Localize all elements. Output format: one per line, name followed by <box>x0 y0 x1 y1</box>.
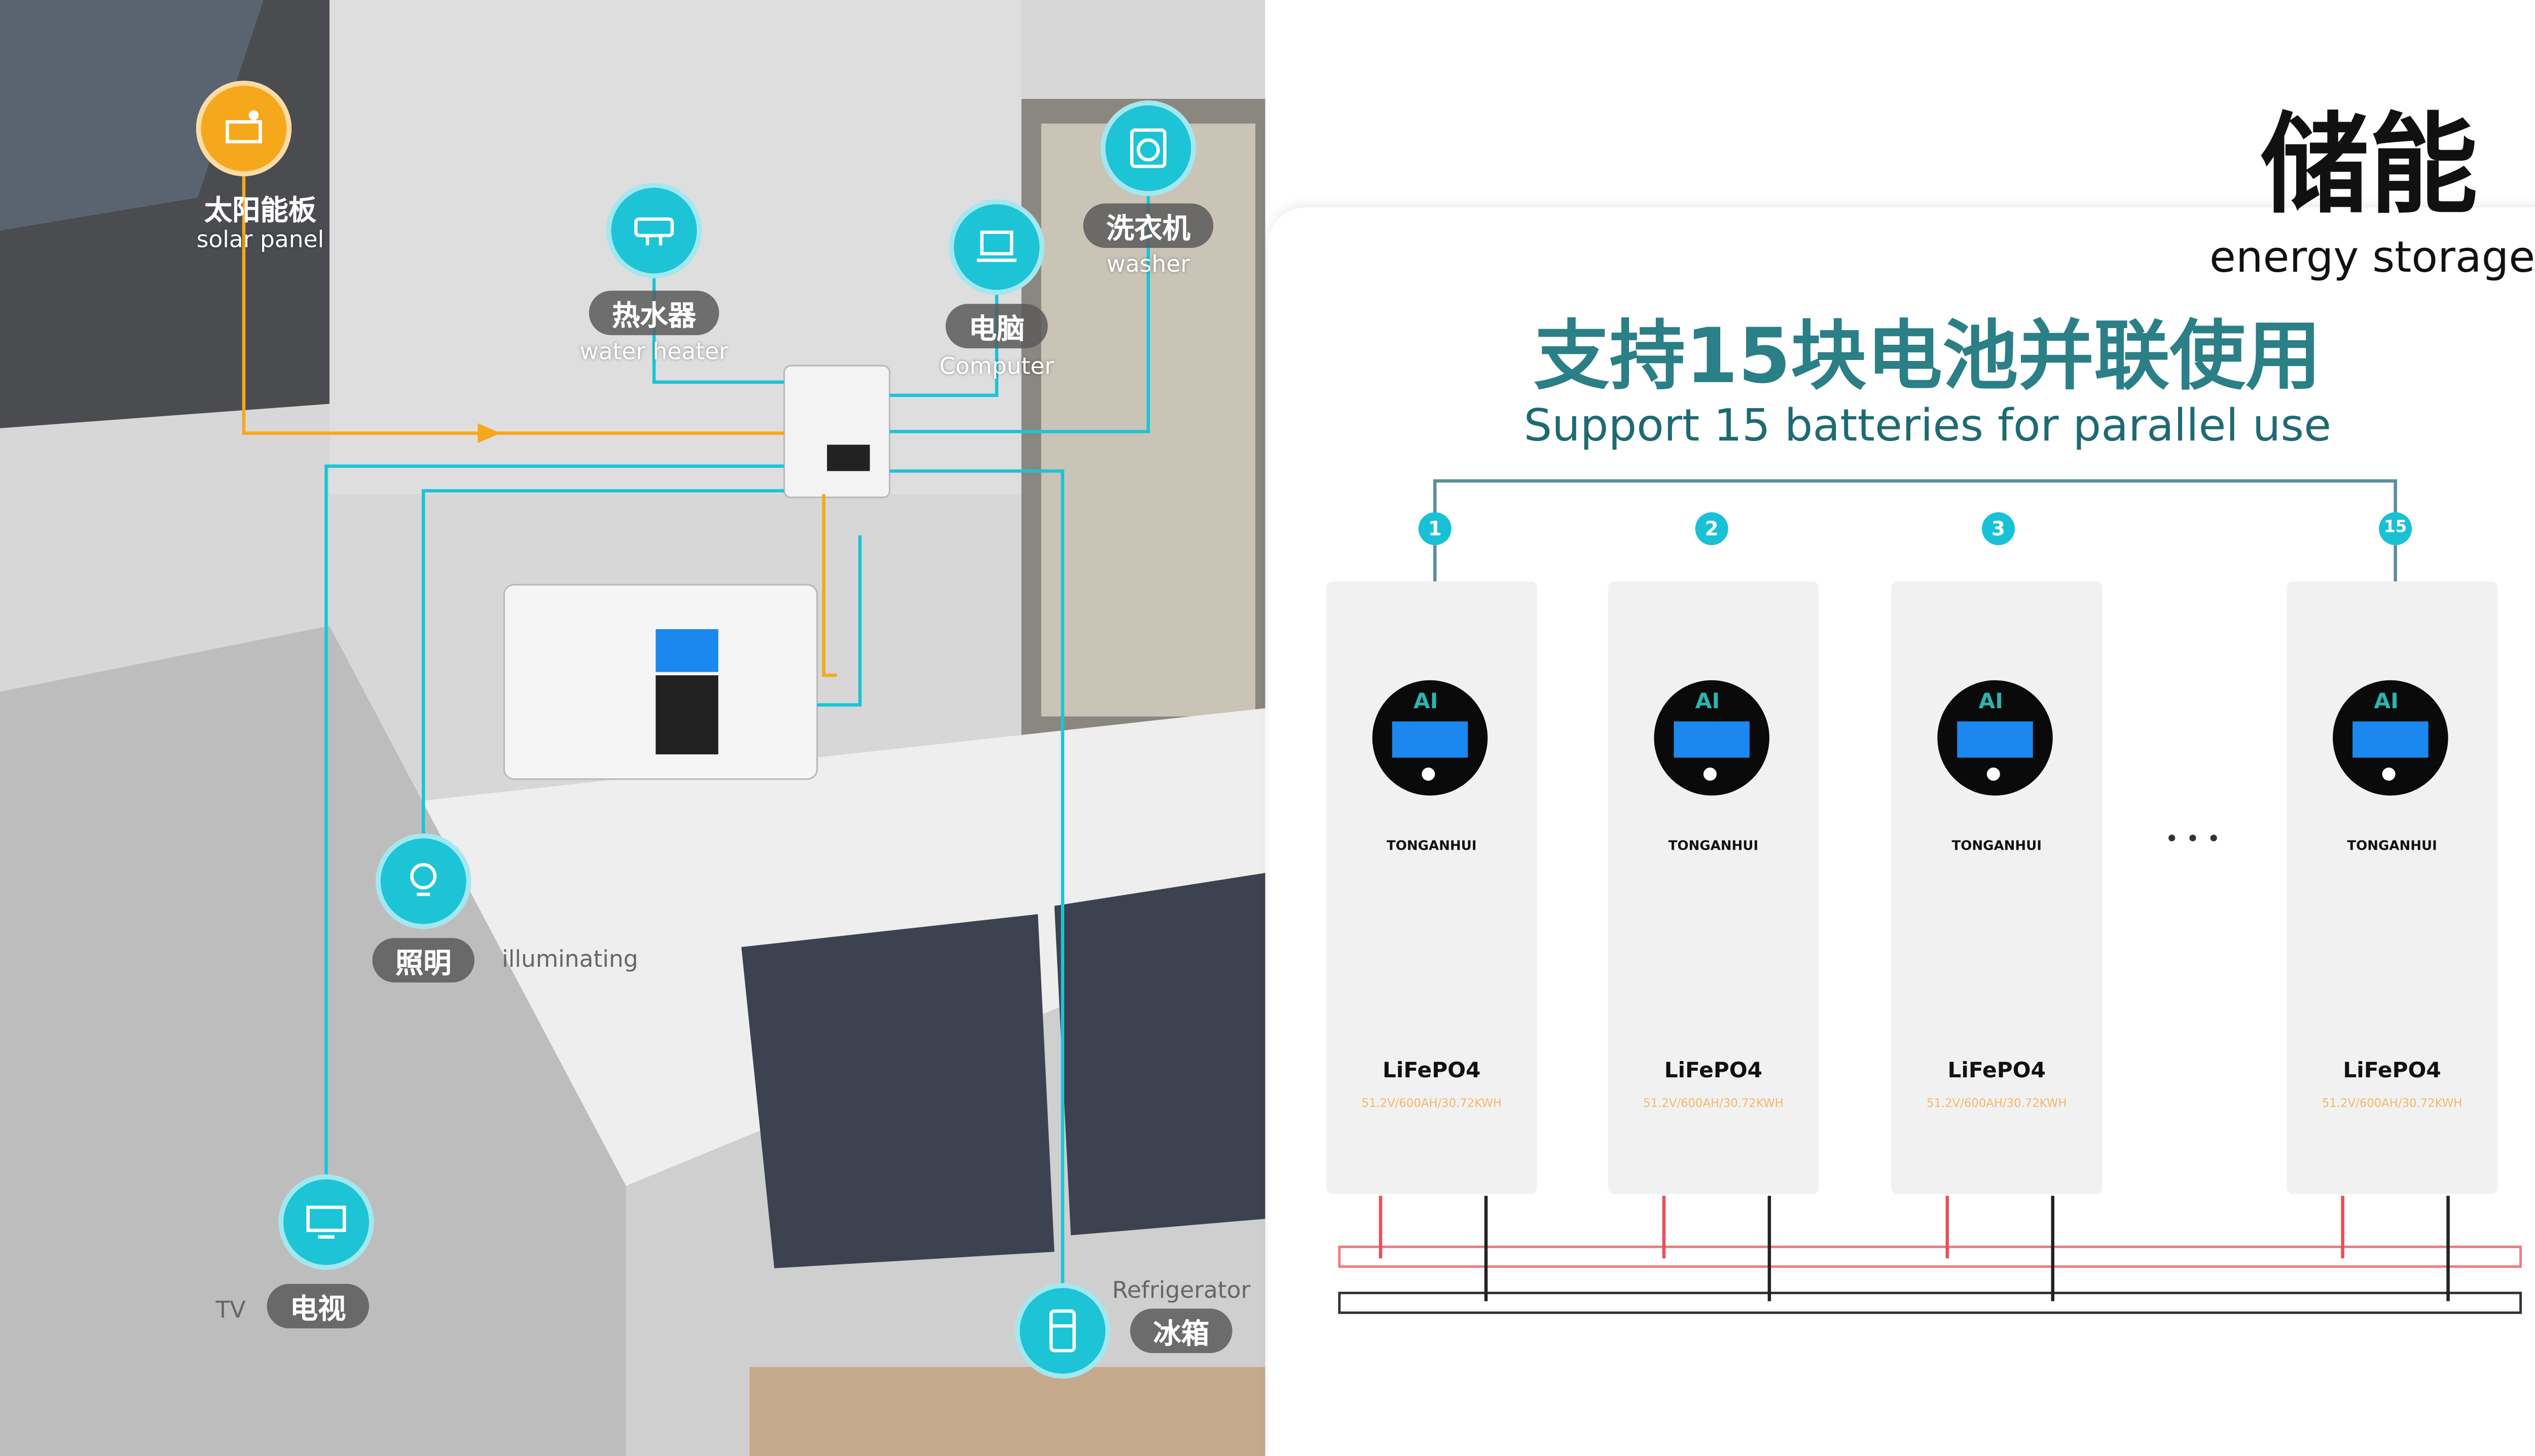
computer-label-en: Computer <box>939 354 1054 381</box>
battery-number-badge: 15 <box>2379 512 2412 545</box>
refrigerator-label-cn: 冰箱 <box>1130 1308 1233 1353</box>
home-energy-scene: 太阳能板 solar panel 热水器 water heater 电脑 Com… <box>0 0 1265 1456</box>
water-heater-icon <box>606 183 702 279</box>
battery-number-badge: 1 <box>1418 512 1452 545</box>
computer-icon <box>949 199 1045 295</box>
battery-15: AI TONGANHUI LiFePO4 51.2V/600AH/30.72KW… <box>2287 581 2498 1194</box>
solar-panel-icon <box>196 81 292 176</box>
headline-cn: 支持15块电池并联使用 <box>1534 311 2322 401</box>
headline-en: Support 15 batteries for parallel use <box>1524 401 2332 452</box>
solar-panel-label-en: solar panel <box>196 227 324 254</box>
battery-spec: 51.2V/600AH/30.72KWH <box>1927 1097 2067 1110</box>
battery-brand: TONGANHUI <box>1668 838 1759 853</box>
refrigerator-icon <box>1015 1283 1111 1379</box>
communication-line <box>1433 479 2397 529</box>
battery-brand: TONGANHUI <box>2347 838 2437 853</box>
ellipsis: • • • <box>2165 826 2221 853</box>
refrigerator-label-en: Refrigerator <box>1112 1278 1251 1305</box>
battery-2: AI TONGANHUI LiFePO4 51.2V/600AH/30.72KW… <box>1608 581 1819 1194</box>
page-title: 储能 <box>2260 102 2478 229</box>
water-heater-label-cn: 热水器 <box>589 290 719 336</box>
battery-number-badge: 2 <box>1695 512 1728 545</box>
negative-busbar <box>1338 1291 2522 1314</box>
computer-label-cn: 电脑 <box>946 304 1048 349</box>
battery-display: AI <box>1372 680 1488 796</box>
battery-chemistry: LiFePO4 <box>1664 1059 1763 1084</box>
battery-chemistry: LiFePO4 <box>1947 1059 2046 1084</box>
page-subtitle: energy storage <box>2210 234 2535 283</box>
battery-spec: 51.2V/600AH/30.72KWH <box>1643 1097 1784 1110</box>
battery-chemistry: LiFePO4 <box>2343 1059 2441 1084</box>
lighting-label-en: illuminating <box>501 947 638 974</box>
lighting-label-cn: 照明 <box>372 938 475 982</box>
tv-icon <box>278 1174 374 1270</box>
battery-display: AI <box>1937 680 2053 796</box>
tv-label-cn: 电视 <box>267 1284 369 1329</box>
battery-3: AI TONGANHUI LiFePO4 51.2V/600AH/30.72KW… <box>1891 581 2103 1194</box>
battery-1: AI TONGANHUI LiFePO4 51.2V/600AH/30.72KW… <box>1326 581 1537 1194</box>
battery-spec: 51.2V/600AH/30.72KWH <box>1361 1097 1502 1110</box>
battery-number-badge: 3 <box>1982 512 2015 545</box>
washer-label-en: washer <box>1106 252 1190 279</box>
battery-display: AI <box>1654 680 1769 796</box>
battery-display: AI <box>2333 680 2448 796</box>
battery-chemistry: LiFePO4 <box>1382 1059 1481 1084</box>
battery-brand: TONGANHUI <box>1387 838 1477 853</box>
battery-spec: 51.2V/600AH/30.72KWH <box>2322 1097 2462 1110</box>
light-bulb-icon <box>375 833 472 929</box>
washer-icon <box>1100 100 1197 196</box>
battery-brand: TONGANHUI <box>1951 838 2042 853</box>
tv-label-en: TV <box>215 1298 246 1325</box>
solar-panel-label-cn: 太阳能板 <box>204 195 316 228</box>
water-heater-label-en: water heater <box>580 339 729 366</box>
washer-label-cn: 洗衣机 <box>1083 203 1214 248</box>
positive-busbar <box>1338 1245 2522 1268</box>
